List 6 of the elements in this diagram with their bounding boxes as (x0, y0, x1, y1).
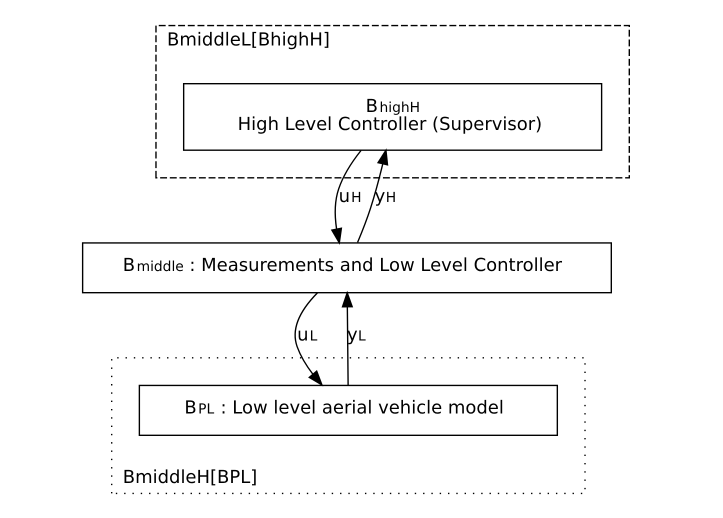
arrow (330, 150, 362, 244)
edge-label: yH (374, 185, 396, 206)
arrow (356, 148, 388, 242)
node-box: Bmiddle : Measurements and Low Level Controller (82, 242, 612, 293)
arrow (294, 292, 324, 386)
node-box: BhighH High Level Controller (Supervisor) (182, 82, 602, 150)
